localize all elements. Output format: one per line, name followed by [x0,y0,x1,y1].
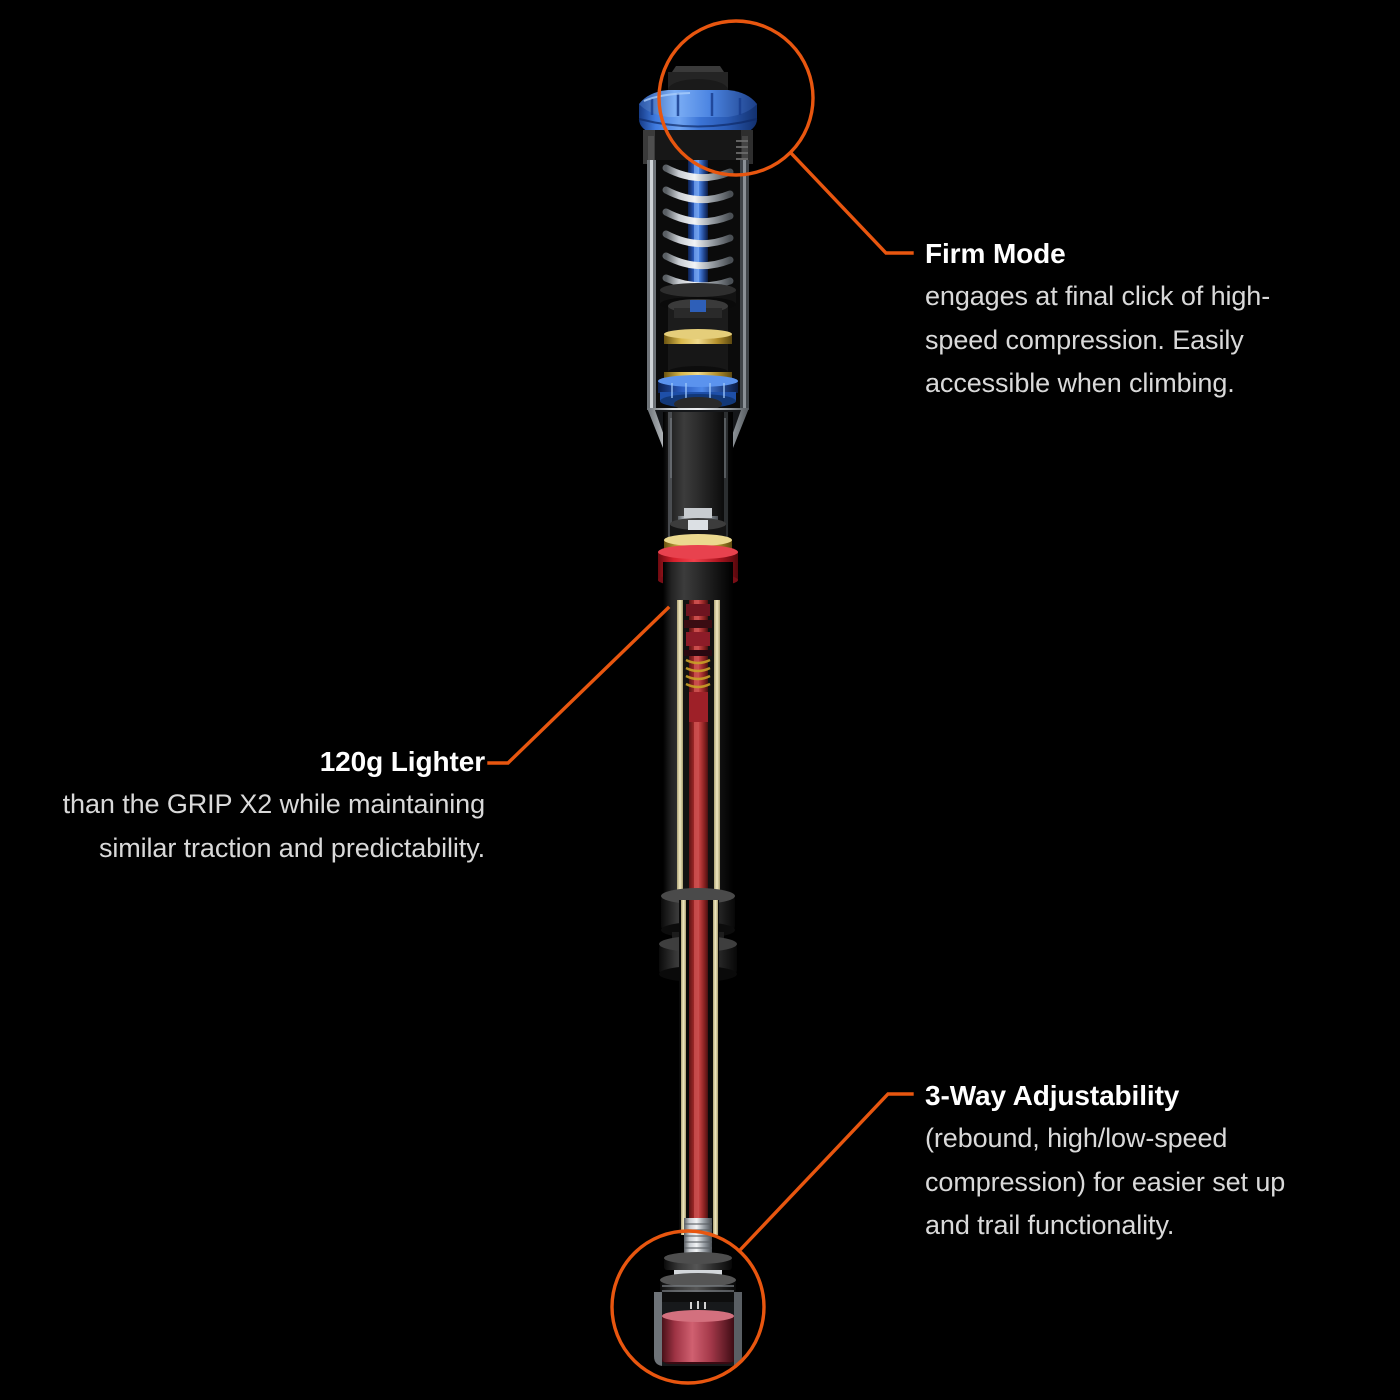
callout-lighter: 120g Lighter than the GRIP X2 while main… [60,744,485,870]
callout-adjustability: 3-Way Adjustability (rebound, high/low-s… [925,1078,1330,1248]
top-compression-adjuster-knob [638,90,758,136]
callout-lighter-heading: 120g Lighter [319,746,485,777]
bottom-rebound-assembly [654,1218,742,1366]
red-damper-shaft-upper [663,562,733,912]
callout-adjustability-body: (rebound, high/low-speed compression) fo… [925,1122,1286,1241]
callout-firm-mode-heading: Firm Mode [925,238,1066,269]
callout-adjustability-heading: 3-Way Adjustability [925,1080,1180,1111]
blue-valve-stack [658,375,738,410]
callout-firm-mode-body: engages at final click of high-speed com… [925,280,1271,399]
callout-firm-mode: Firm Mode engages at final click of high… [925,236,1325,406]
internal-rebound-valving [684,604,712,722]
upper-damper-body [647,160,749,448]
top-adjuster-assembly [638,66,758,164]
callout-lighter-body: than the GRIP X2 while maintaining simil… [62,788,485,863]
lower-shaft [679,900,719,1235]
damper-piston-assembly [664,299,732,381]
